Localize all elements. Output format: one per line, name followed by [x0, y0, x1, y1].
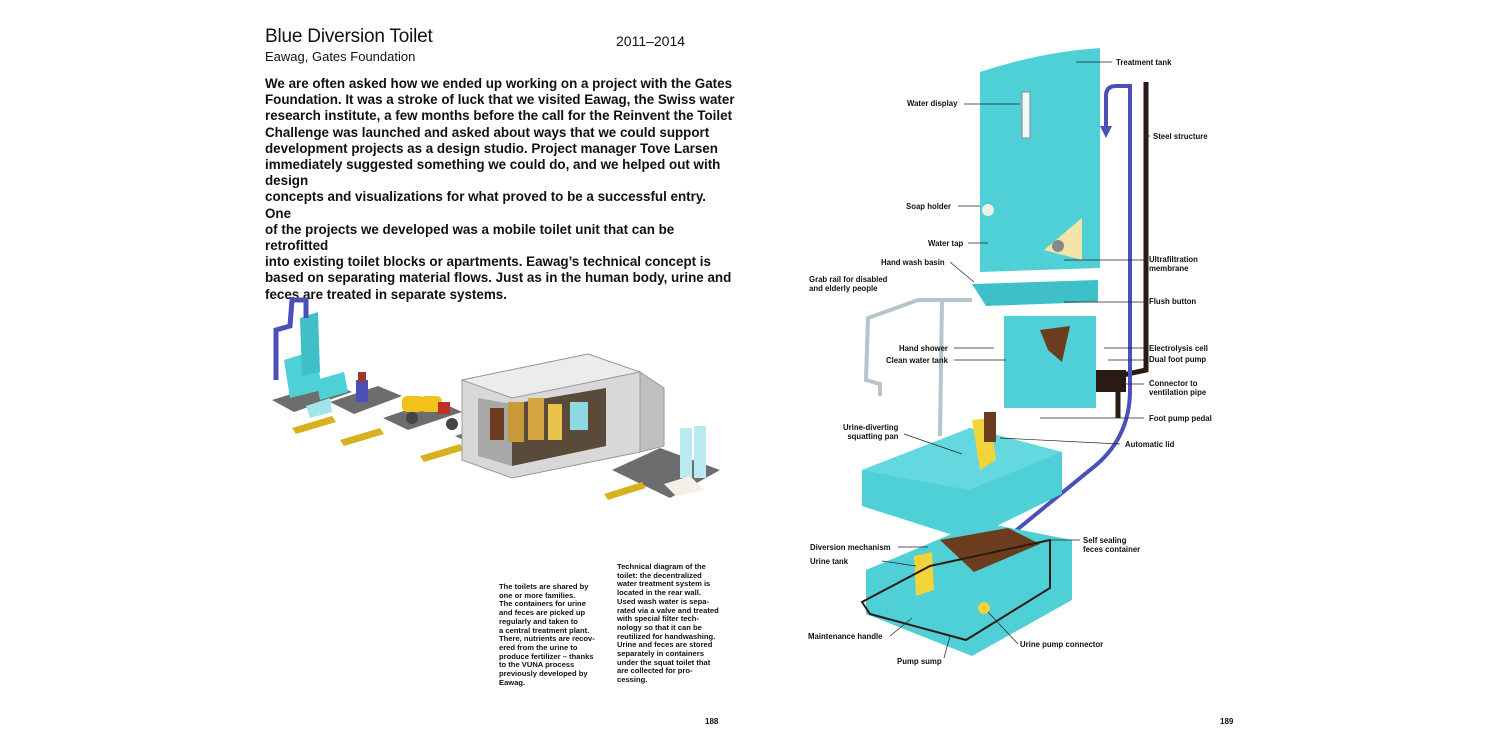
- label-foot-pump-pedal: Foot pump pedal: [1149, 414, 1212, 423]
- caption-right: Technical diagram of the toilet: the dec…: [617, 562, 719, 685]
- water-display-shape: [1021, 91, 1031, 139]
- label-clean-water-tank: Clean water tank: [886, 356, 948, 365]
- motorbike: [402, 396, 458, 430]
- label-treatment-tank: Treatment tank: [1116, 58, 1172, 67]
- feces-container-shape: [940, 528, 1040, 572]
- label-self-sealing-container: Self sealing feces container: [1083, 536, 1141, 554]
- hand-wash-basin-shape: [972, 280, 1098, 306]
- treatment-units: [664, 426, 706, 496]
- page-subtitle: Eawag, Gates Foundation: [265, 49, 416, 64]
- label-flush-button: Flush button: [1149, 297, 1197, 306]
- page-number-left: 188: [705, 717, 719, 726]
- label-squatting-pan: Urine-diverting squatting pan: [843, 423, 899, 441]
- grab-rail-shape: [863, 298, 972, 396]
- shipping-container: [460, 353, 665, 479]
- label-pump-sump: Pump sump: [897, 657, 942, 666]
- label-maintenance-handle: Maintenance handle: [808, 632, 883, 641]
- ventilation-pipe: [948, 84, 1132, 602]
- soap-holder-shape: [982, 204, 994, 216]
- label-urine-pump-connector: Urine pump connector: [1020, 640, 1104, 649]
- page-number-right: 189: [1220, 717, 1234, 726]
- label-dual-foot-pump: Dual foot pump: [1149, 355, 1207, 364]
- urine-tank-shape: [914, 552, 934, 596]
- label-electrolysis-cell: Electrolysis cell: [1149, 344, 1208, 353]
- urine-pump-connector-shape: [978, 602, 990, 614]
- label-automatic-lid: Automatic lid: [1125, 440, 1175, 449]
- label-soap-holder: Soap holder: [906, 202, 952, 211]
- maintenance-handle-shape: [860, 538, 1051, 642]
- label-hand-wash-basin: Hand wash basin: [881, 258, 945, 267]
- electrolysis-cell-shape: [1040, 326, 1070, 362]
- flow-arrow: [1100, 126, 1112, 138]
- label-urine-tank: Urine tank: [810, 557, 849, 566]
- lid-hinge: [984, 412, 996, 442]
- container-cart: [356, 372, 368, 402]
- page-title: Blue Diversion Toilet: [265, 26, 433, 47]
- leader-lines: [881, 61, 1150, 659]
- label-ultrafiltration-membrane: Ultrafiltration membrane: [1149, 255, 1198, 273]
- label-water-display: Water display: [907, 99, 958, 108]
- label-hand-shower: Hand shower: [899, 344, 948, 353]
- body-paragraph: We are often asked how we ended up worki…: [265, 76, 735, 302]
- label-diversion-mechanism: Diversion mechanism: [810, 543, 891, 552]
- label-steel-structure: Steel structure: [1153, 132, 1208, 141]
- connector-shape: [1096, 370, 1126, 392]
- membrane-gauge-icon: [1052, 240, 1064, 252]
- yellow-beams: [292, 416, 646, 500]
- caption-left: The toilets are shared by one or more fa…: [499, 582, 595, 687]
- grab-rail-leg: [930, 298, 945, 437]
- label-connector-ventilation-pipe: Connector to ventilation pipe: [1149, 379, 1207, 397]
- label-water-tap: Water tap: [928, 239, 964, 248]
- label-grab-rail: Grab rail for disabled and elderly peopl…: [809, 275, 888, 293]
- project-years: 2011–2014: [616, 33, 686, 49]
- toilet-module: [273, 297, 348, 418]
- squatting-pan-top: [862, 428, 1062, 490]
